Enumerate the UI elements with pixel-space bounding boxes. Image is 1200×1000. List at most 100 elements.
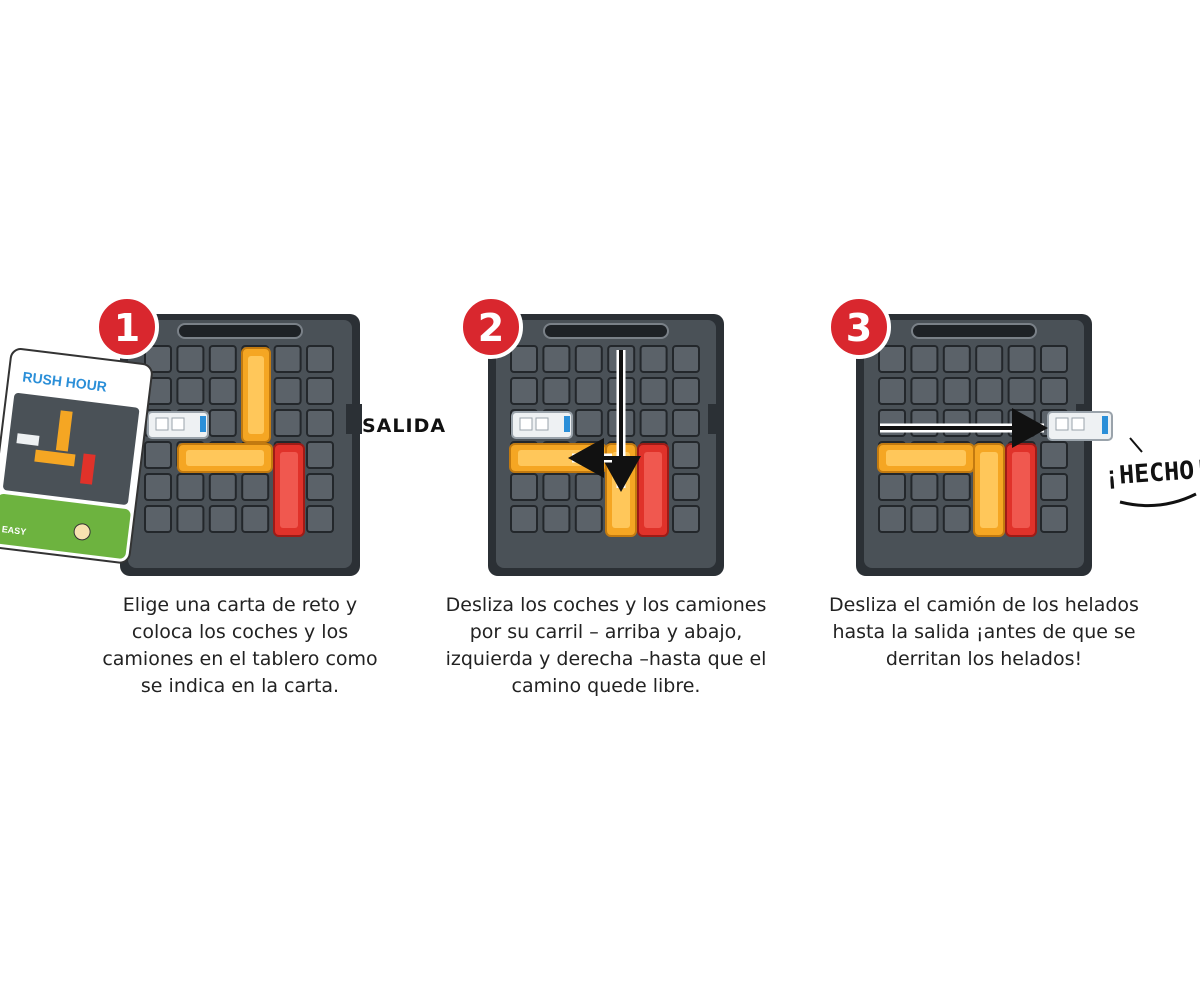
step-3-caption: Desliza el camión de los helados hasta l… <box>814 592 1154 673</box>
board-cell <box>144 441 172 469</box>
board-cell <box>1007 345 1036 373</box>
board-cell <box>208 377 237 405</box>
step-3-panel: 3 <box>827 295 1197 576</box>
orange-truck-vertical-3 <box>973 443 1005 537</box>
step-3-number: 3 <box>846 306 872 350</box>
board-cell <box>542 505 571 533</box>
caption-line: izquierda y derecha –hasta que el <box>445 648 767 670</box>
board-cell <box>910 473 939 501</box>
board-cell <box>306 473 334 501</box>
step-1-caption: Elige una carta de reto y coloca los coc… <box>70 592 410 700</box>
board-cell <box>176 377 205 405</box>
card-level: EASY <box>1 524 27 537</box>
board-cell <box>306 505 334 533</box>
board-cell <box>176 505 205 533</box>
caption-line: hasta la salida ¡antes de que se <box>832 621 1136 643</box>
board-cell <box>144 473 172 501</box>
board-cell <box>942 505 971 533</box>
board-cell <box>510 505 538 533</box>
caption-line: derritan los helados! <box>885 648 1083 670</box>
board-cell <box>306 409 334 437</box>
board-cell <box>176 345 205 373</box>
ice-cream-truck-3 <box>1047 411 1113 441</box>
board-cell <box>942 473 971 501</box>
board-cell <box>975 345 1004 373</box>
board-cell <box>574 505 603 533</box>
board-cell <box>273 377 302 405</box>
orange-truck-vertical <box>241 347 271 443</box>
board-cell <box>975 377 1004 405</box>
board-cell <box>542 377 571 405</box>
caption-line: por su carril – arriba y abajo, <box>469 621 743 643</box>
caption-line: Desliza los coches y los camiones <box>445 594 767 616</box>
board-cell <box>1007 377 1036 405</box>
board-cell <box>639 345 668 373</box>
caption-line: camino quede libre. <box>511 675 701 697</box>
caption-line: se indica en la carta. <box>140 675 340 697</box>
ice-cream-icon <box>73 523 91 541</box>
caption-line: camiones en el tablero como <box>102 648 378 670</box>
board-cell <box>672 409 700 437</box>
board-cell <box>510 473 538 501</box>
board-cell <box>878 505 906 533</box>
board-cell <box>910 345 939 373</box>
board-cell <box>510 377 538 405</box>
board-cell <box>942 345 971 373</box>
done-tick-icon <box>1129 437 1143 453</box>
orange-truck-horizontal-3 <box>877 443 975 473</box>
orange-truck-horizontal <box>177 443 273 473</box>
board-cell <box>672 441 700 469</box>
board-cell <box>208 505 237 533</box>
board-cell <box>542 345 571 373</box>
ice-cream-truck <box>147 411 209 439</box>
board-cell <box>878 473 906 501</box>
board-cell <box>910 377 939 405</box>
board-cell <box>208 473 237 501</box>
board-cell <box>510 345 538 373</box>
board-cell <box>574 409 603 437</box>
board-cell <box>910 505 939 533</box>
red-truck-3 <box>1005 443 1037 537</box>
board-cell <box>574 377 603 405</box>
step-1-number: 1 <box>114 306 140 350</box>
board-cell <box>273 345 302 373</box>
done-swoosh-icon <box>1119 492 1197 508</box>
board-cell <box>672 505 700 533</box>
step-1-badge: 1 <box>95 295 159 359</box>
board-cell <box>241 473 270 501</box>
step-2-panel: 2 <box>459 295 724 576</box>
board-cell <box>672 377 700 405</box>
exit-label: SALIDA <box>362 415 447 437</box>
board-cell <box>878 345 906 373</box>
board-cell <box>1040 473 1068 501</box>
step-2-badge: 2 <box>459 295 523 359</box>
challenge-card: RUSH HOUR EASY <box>0 348 153 564</box>
board-cell <box>639 409 668 437</box>
board-cell <box>144 505 172 533</box>
board-cell <box>176 473 205 501</box>
board-cell <box>208 345 237 373</box>
board-cell <box>574 345 603 373</box>
step-2-caption: Desliza los coches y los camiones por su… <box>436 592 776 700</box>
step-3-badge: 3 <box>827 295 891 359</box>
caption-line: Desliza el camión de los helados <box>829 594 1139 616</box>
board-cell <box>306 441 334 469</box>
board-cell <box>542 473 571 501</box>
board-cell <box>273 409 302 437</box>
board-cell <box>942 377 971 405</box>
red-truck <box>273 443 305 537</box>
step-1-panel: RUSH HOUR EASY 1 <box>0 295 362 576</box>
ice-cream-truck-2 <box>511 411 573 439</box>
caption-line: coloca los coches y los <box>131 621 349 643</box>
board-cell <box>306 377 334 405</box>
board-cell <box>1040 505 1068 533</box>
board-cell <box>878 377 906 405</box>
step-2-number: 2 <box>478 306 504 350</box>
board-cell <box>574 473 603 501</box>
caption-line: Elige una carta de reto y <box>122 594 358 616</box>
board-cell <box>639 377 668 405</box>
red-truck-2 <box>637 443 669 537</box>
board-cell <box>1040 377 1068 405</box>
board-cell <box>144 345 172 373</box>
